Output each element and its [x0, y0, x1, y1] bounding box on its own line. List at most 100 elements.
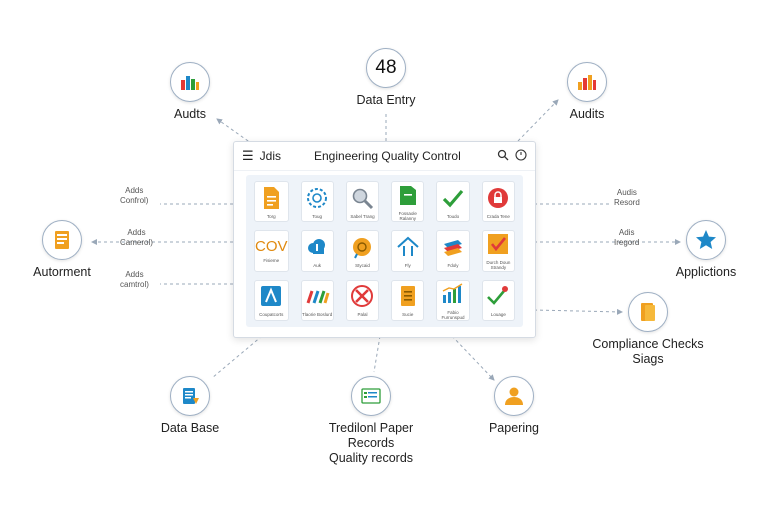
node-label: Papering [488, 421, 540, 435]
connector-right-3 [533, 308, 623, 315]
node-label: Audts [174, 107, 206, 121]
cloud-icon [308, 238, 326, 254]
tile-label: Sucie [402, 312, 414, 318]
tile-notepad[interactable]: Sucie [391, 279, 425, 321]
tile-document[interactable]: Torg [254, 181, 289, 223]
tile-check[interactable]: Toudo [436, 181, 470, 223]
person-icon [494, 376, 534, 416]
tile-gear[interactable]: Toug [300, 181, 334, 223]
node-audits-top-right[interactable]: Audits [547, 62, 627, 122]
tile-label: Auk [313, 262, 322, 268]
tile-label: Coupatcorts [259, 312, 284, 318]
app-tile-grid: Torg Toug Sabel Trang Fossaole Ralanny T… [246, 175, 523, 327]
lock-icon [488, 187, 509, 208]
node-applictions[interactable]: Applictions [666, 220, 746, 280]
data-entry-count: 48 [375, 57, 397, 78]
app-title: Engineering Quality Control [314, 149, 461, 163]
tile-text-a[interactable]: Coupatcorts [254, 279, 289, 321]
tile-label: Palal [357, 312, 368, 318]
tile-medal[interactable]: Stycaid [345, 230, 380, 272]
node-label-line3: Quality records [328, 451, 414, 465]
app-header: ☰ Jdis Engineering Quality Control [234, 142, 535, 171]
bar-chart-icon [567, 62, 607, 102]
hamburger-icon[interactable]: ☰ [242, 148, 254, 163]
tile-label: Crada Tene [486, 213, 510, 219]
bars-icon [306, 290, 330, 304]
tile-check-pin[interactable]: Louage [481, 279, 515, 321]
checkmark-icon [442, 189, 464, 208]
connector-bottom-left [211, 335, 263, 379]
form-icon [351, 376, 391, 416]
node-label-line1: Compliance Checks [592, 337, 704, 351]
check-box-icon [488, 234, 509, 255]
tile-cov[interactable]: COV Fisieme [254, 230, 289, 272]
node-label-line2: Siags [632, 352, 664, 366]
tile-bar-chart[interactable]: Fabio Furrunspud [436, 279, 470, 321]
tile-lock[interactable]: Crada Tene [481, 181, 515, 223]
tile-label: Louage [490, 312, 506, 318]
tile-label: Sabel Trang [350, 213, 375, 219]
node-label: Data Base [160, 421, 220, 435]
tile-cloud[interactable]: Auk [300, 230, 334, 272]
folder-icon [628, 292, 668, 332]
search-icon[interactable] [497, 149, 509, 164]
tile-x[interactable]: Palal [345, 279, 380, 321]
cov-text: COV [255, 238, 288, 256]
node-data-entry[interactable]: 48 Data Entry [343, 48, 429, 108]
bar-chart-icon [170, 62, 210, 102]
connector-bottom-center [373, 335, 381, 373]
tile-magnifier[interactable]: Sabel Trang [345, 181, 380, 223]
tile-label: Toug [312, 213, 323, 219]
tile-label: Tlaorie Boslurd [302, 312, 333, 318]
tile-label: Durch Doun Strandy [486, 260, 511, 271]
tile-label: Stycaid [355, 262, 370, 268]
star-icon [686, 220, 726, 260]
document-icon [264, 186, 280, 209]
node-label: Applictions [675, 265, 737, 279]
folder-icon [399, 186, 416, 206]
clock-icon[interactable] [515, 148, 527, 164]
check-pin-icon [487, 286, 509, 306]
node-label: Data Entry [356, 93, 416, 107]
magnifier-icon [353, 188, 374, 209]
node-autorment[interactable]: Autorment [22, 220, 102, 280]
node-label: Audits [569, 107, 605, 121]
node-label: Autorment [33, 265, 91, 279]
document-icon [42, 220, 82, 260]
clipboard-icon [170, 376, 210, 416]
tile-label: Fdoly [447, 262, 459, 268]
tile-label: Torg [266, 213, 276, 219]
tile-label: Fisieme [263, 258, 280, 264]
tile-label: Fly [404, 262, 411, 268]
tile-house[interactable]: Fly [391, 230, 425, 272]
node-label-line2: Records [347, 436, 395, 450]
tile-label: Toudo [446, 213, 460, 219]
node-papering[interactable]: Papering [474, 376, 554, 436]
text-a-icon [261, 286, 282, 307]
tile-label: Fossaole Ralanny [398, 211, 417, 222]
node-audits-top-left[interactable]: Audts [150, 62, 230, 122]
bar-chart-icon [442, 283, 463, 303]
tile-stack[interactable]: Fdoly [436, 230, 470, 272]
count-badge: 48 [366, 48, 406, 88]
tile-check-box[interactable]: Durch Doun Strandy [481, 230, 515, 272]
app-brand: Jdis [259, 149, 281, 163]
stack-icon [444, 239, 463, 256]
medal-icon [353, 237, 372, 259]
gear-icon [307, 187, 328, 208]
x-icon [351, 285, 374, 308]
node-compliance-checks[interactable]: Compliance Checks Siags [588, 292, 708, 367]
tile-bars[interactable]: Tlaorie Boslurd [300, 279, 334, 321]
tile-folder[interactable]: Fossaole Ralanny [391, 181, 425, 223]
node-traditional-paper-records[interactable]: Tredilonl Paper Records Quality records [316, 376, 426, 466]
node-label-line1: Tredilonl Paper [328, 421, 414, 435]
house-icon [397, 236, 419, 256]
tile-label: Fabio Furrunspud [441, 309, 465, 320]
node-data-base[interactable]: Data Base [150, 376, 230, 436]
